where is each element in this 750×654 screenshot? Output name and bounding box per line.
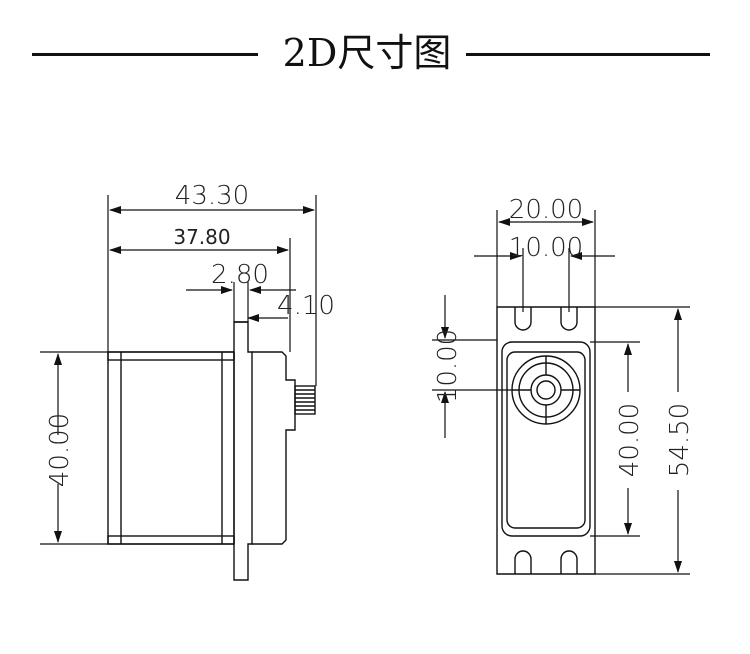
side-upper-housing <box>252 351 296 545</box>
side-shaft-offset-label: 4.10 <box>277 291 335 321</box>
side-flange <box>233 321 253 581</box>
front-top-hole-left <box>514 307 532 331</box>
side-width-flange-label: 37.80 <box>173 225 230 249</box>
front-bottom-hole-left <box>514 550 532 574</box>
side-shaft <box>294 385 316 415</box>
side-height-label: 40.00 <box>45 413 75 487</box>
side-flange-thickness-label: 2.80 <box>211 260 269 290</box>
front-flange <box>496 306 596 575</box>
side-body <box>107 351 235 545</box>
page-title: 2D尺寸图 <box>282 31 452 75</box>
title-rule-right <box>466 53 710 56</box>
title-rule-left <box>32 53 258 56</box>
front-body-height-label: 40.00 <box>615 403 645 477</box>
front-height-overall-label: 54.50 <box>665 403 695 477</box>
side-width-overall-label: 43.30 <box>175 181 249 211</box>
front-top-hole-right <box>560 307 578 331</box>
front-width-overall-label: 20.00 <box>509 195 583 225</box>
front-dimensions <box>432 210 690 575</box>
front-hole-spacing-label: 10.00 <box>509 233 583 263</box>
front-body <box>501 341 591 537</box>
front-bottom-hole-right <box>560 550 578 574</box>
front-view <box>496 306 596 575</box>
front-hole-to-shaft-label: 10.00 <box>433 329 463 403</box>
side-view <box>107 321 316 581</box>
title-bar: 2D尺寸图 <box>0 28 750 78</box>
side-dimensions <box>40 195 317 545</box>
